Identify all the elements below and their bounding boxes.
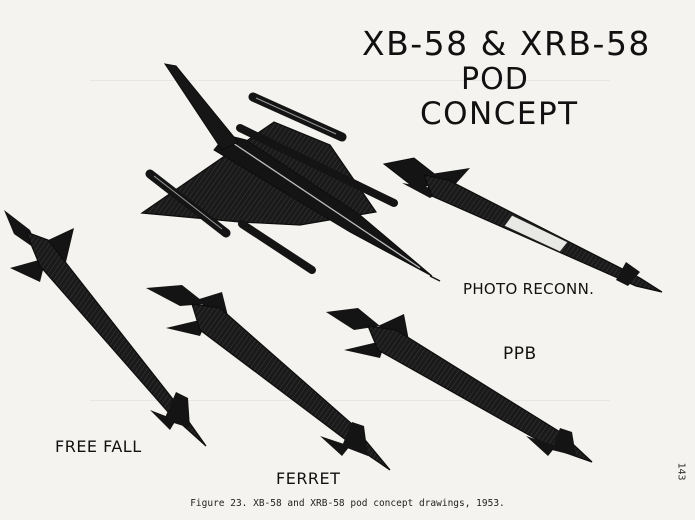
label-free-fall: FREE FALL [55, 437, 142, 456]
camera-window [503, 214, 569, 253]
title-line-2: POD [461, 62, 529, 97]
ferret-pod-drawing [146, 285, 391, 471]
aircraft-vertical-tail [163, 63, 239, 151]
label-ferret: FERRET [276, 469, 341, 488]
ppb-pod-drawing [326, 308, 593, 463]
bleed-through-line [90, 80, 610, 81]
label-ppb: PPB [503, 344, 537, 364]
aircraft-nose-probe [429, 275, 441, 282]
label-photo-reconn: PHOTO RECONN. [463, 280, 595, 298]
photo-reconn-pod-drawing [382, 157, 663, 293]
free-fall-pod-drawing [4, 210, 207, 447]
page-number: 143 [675, 462, 687, 481]
title-line-1: XB-58 & XRB-58 [362, 24, 651, 63]
figure-caption: Figure 23. XB-58 and XRB-58 pod concept … [190, 498, 505, 509]
xb58-aircraft-drawing [140, 63, 441, 282]
aircraft-engine-nacelles [145, 92, 398, 274]
bleed-through-line [90, 400, 610, 401]
title-line-3: CONCEPT [420, 96, 579, 132]
aircraft-fuselage-highlight [229, 140, 421, 269]
aircraft-fuselage [213, 134, 433, 277]
